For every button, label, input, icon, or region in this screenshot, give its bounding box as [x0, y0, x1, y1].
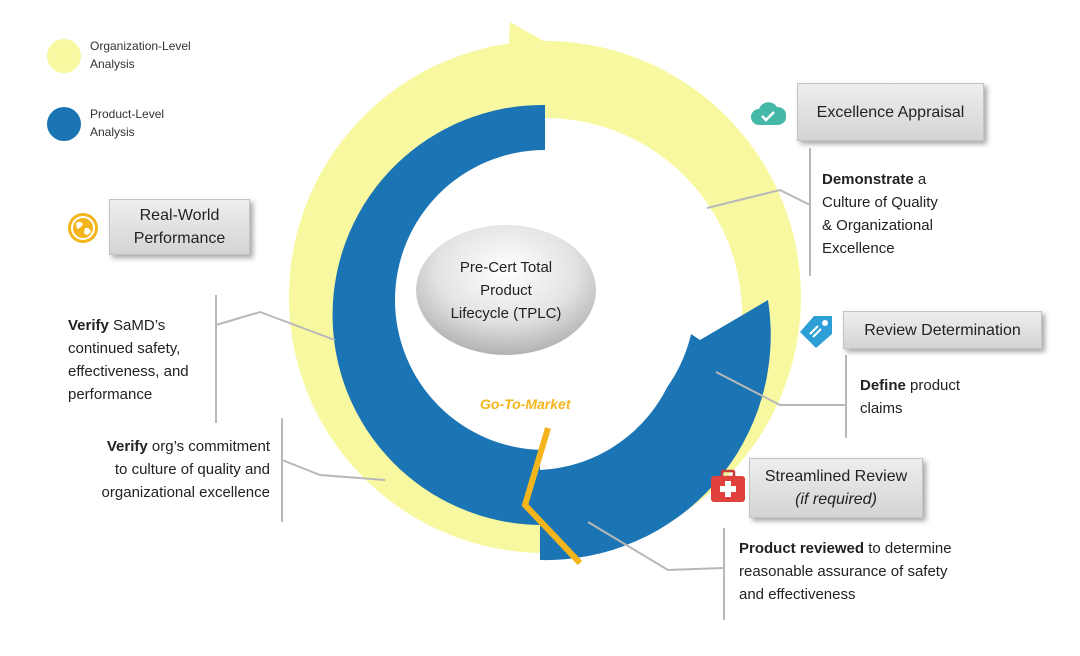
streamlined-description: Product reviewed to determine reasonable… — [739, 540, 952, 603]
center-title: Pre-Cert Total Product Lifecycle (TPLC) — [450, 259, 562, 322]
verify-samd-description: Verify SaMD’s continued safety, effectiv… — [68, 317, 189, 403]
review-determination-box: Review Determination — [843, 311, 1042, 349]
legend-org-level-label: Organization-Level Analysis — [90, 39, 191, 71]
org-ring-arrowhead — [505, 22, 574, 110]
legend-product-level-label: Product-Level Analysis — [90, 107, 165, 139]
streamlined-review-box: Streamlined Review (if required) — [749, 458, 923, 518]
legend-product-level-dot — [47, 107, 81, 141]
verify-org-description: Verify org’s commitment to culture of qu… — [101, 438, 270, 501]
go-to-market-marker — [521, 427, 583, 566]
tag-icon — [800, 316, 832, 348]
center-ellipse — [416, 225, 596, 355]
first-aid-kit-icon — [711, 469, 745, 502]
connector-review-determination — [715, 371, 846, 406]
legend-org-level-dot — [47, 39, 81, 73]
globe-icon — [68, 213, 98, 243]
review-determination-description: Define product claims — [860, 377, 961, 417]
connector-streamlined — [587, 521, 725, 572]
product-level-ring-bottom-right — [540, 300, 771, 561]
product-level-ring-left — [332, 104, 545, 526]
connector-verify-org — [281, 459, 386, 481]
excellence-description: Demonstrate a Culture of Quality & Organ… — [822, 171, 938, 257]
cloud-check-icon — [751, 102, 786, 125]
excellence-appraisal-box: Excellence Appraisal — [797, 83, 984, 141]
real-world-performance-box: Real-World Performance — [109, 199, 250, 255]
connector-excellence — [706, 188, 811, 209]
connector-verify-samd — [215, 310, 336, 341]
go-to-market-label: Go-To-Market — [480, 396, 571, 412]
